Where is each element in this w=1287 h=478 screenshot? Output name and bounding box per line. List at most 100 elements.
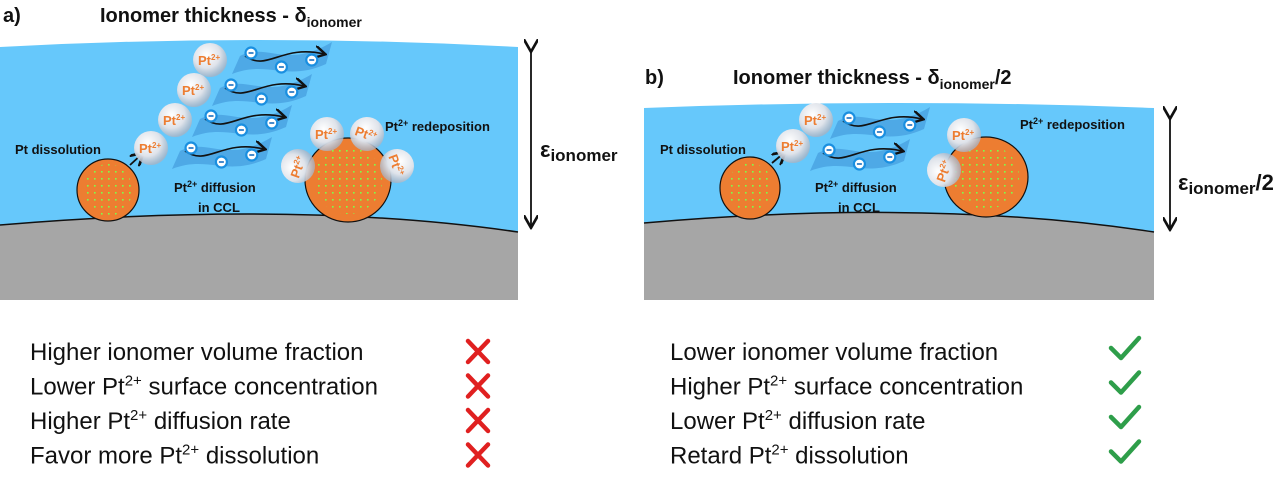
cross-icon <box>465 442 491 468</box>
list-item: Favor more Pt2+ dissolution <box>30 442 491 470</box>
diffusion-arrow <box>822 149 902 159</box>
label-pt-redeposition: Pt2+ redeposition <box>1020 116 1125 132</box>
channel-band <box>192 105 292 137</box>
list-item: Lower Pt2+ surface concentration <box>30 373 491 401</box>
list-item-text: Lower ionomer volume fraction <box>670 339 998 366</box>
list-item-text: Higher ionomer volume fraction <box>30 339 363 366</box>
pt-ion-label: Pt2+ <box>385 152 407 178</box>
panel-b-letter: b) <box>645 67 664 89</box>
pt-ion-sphere <box>193 43 227 77</box>
sulfonate-minus-icon <box>245 148 259 162</box>
cross-icon <box>465 338 491 365</box>
pt-ion: Pt2+ <box>947 118 981 152</box>
cross-icon <box>465 407 491 434</box>
panel-b: b) Ionomer thickness - δionomer/2 εionom… <box>643 67 1274 300</box>
ionomer-diffusion-channel <box>212 74 312 106</box>
list-item: Lower ionomer volume fraction <box>670 335 1142 366</box>
ionomer-diffusion-channel <box>830 107 930 139</box>
pt-ion-label: Pt2+ <box>315 127 337 142</box>
sulfonate-minus-icon <box>214 155 228 169</box>
pt-ion: Pt2+ <box>927 153 961 187</box>
panel-b-title: Ionomer thickness - δionomer/2 <box>733 67 1012 92</box>
sulfonate-minus-icon <box>883 150 897 164</box>
list-item-text: Higher Pt2+ diffusion rate <box>30 407 291 435</box>
pt-ion-sphere <box>177 73 211 107</box>
pt-ion: Pt2+ <box>281 149 315 183</box>
pt-ion-label: Pt2+ <box>952 128 974 143</box>
thickness-label: εionomer/2 <box>1178 170 1274 198</box>
list-item-text: Lower Pt2+ surface concentration <box>30 373 378 401</box>
pt-ion: Pt2+ <box>158 103 192 137</box>
label-pt-diffusion: Pt2+ diffusion <box>815 179 897 195</box>
check-icon <box>1108 404 1142 430</box>
sulfonate-minus-icon <box>234 123 248 137</box>
diffusion-arrow <box>204 115 284 125</box>
label-in-ccl: in CCL <box>838 200 880 215</box>
label-pt-dissolution: Pt dissolution <box>660 142 746 157</box>
ionomer-diffusion-channel <box>810 139 910 171</box>
pt-ion: Pt2+ <box>799 103 833 137</box>
support-surface-line <box>0 213 519 233</box>
pt-ion-label: Pt2+ <box>287 154 309 180</box>
check-icon <box>1108 335 1142 361</box>
pt-ion-label: Pt2+ <box>353 123 379 145</box>
label-pt-diffusion: Pt2+ diffusion <box>174 179 256 195</box>
pt-ion-label: Pt2+ <box>182 83 204 98</box>
list-item: Lower Pt2+ diffusion rate <box>670 404 1142 435</box>
pt-ion-sphere <box>158 103 192 137</box>
cross-icon <box>465 373 491 399</box>
carbon-support <box>644 212 1154 300</box>
pt-ion-sphere <box>927 153 961 187</box>
diffusion-arrow <box>842 117 922 127</box>
sulfonate-minus-icon <box>903 118 917 132</box>
large-pt-particle-dots <box>953 145 1019 209</box>
check-icon <box>1108 370 1142 395</box>
pt-ion: Pt2+ <box>776 129 810 163</box>
pt-ion-label: Pt2+ <box>933 158 955 184</box>
pt-ion-sphere <box>799 103 833 137</box>
pt-ion-sphere <box>947 118 981 152</box>
sulfonate-minus-icon <box>244 46 258 60</box>
list-item-text: Higher Pt2+ surface concentration <box>670 373 1023 401</box>
pt-ion: Pt2+ <box>310 117 344 151</box>
pt-ion-sphere <box>350 117 384 151</box>
list-item: Higher Pt2+ diffusion rate <box>30 407 491 435</box>
sulfonate-minus-icon <box>842 111 856 125</box>
pt-ion-label: Pt2+ <box>781 139 803 154</box>
pt-ion-label: Pt2+ <box>804 113 826 128</box>
diffusion-arrow <box>184 147 264 157</box>
sulfonate-minus-icon <box>285 85 299 99</box>
pt-ion-label: Pt2+ <box>139 141 161 156</box>
list-item: Higher ionomer volume fraction <box>30 338 491 366</box>
pt-ion-sphere <box>134 131 168 165</box>
pt-ion-sphere <box>380 149 414 183</box>
sulfonate-minus-icon <box>852 157 867 171</box>
channel-band <box>830 107 930 139</box>
list-item-text: Retard Pt2+ dissolution <box>670 442 909 470</box>
large-pt-particle-dots <box>314 146 382 214</box>
diffusion-arrow <box>244 52 324 62</box>
small-pt-particle-dots <box>84 164 132 216</box>
pt-ion-sphere <box>776 129 810 163</box>
pt-ion-sphere <box>310 117 344 151</box>
carbon-support <box>0 214 518 300</box>
small-pt-particle-dots <box>727 163 773 213</box>
list-item: Higher Pt2+ surface concentration <box>670 370 1142 401</box>
sulfonate-minus-icon <box>184 141 198 155</box>
support-surface-line <box>643 211 1155 233</box>
pt-ion-label: Pt2+ <box>198 53 220 68</box>
sulfonate-minus-icon <box>204 109 218 123</box>
pt-ion: Pt2+ <box>350 117 384 151</box>
channel-band <box>810 139 910 171</box>
sulfonate-minus-icon <box>822 143 836 157</box>
label-pt-dissolution: Pt dissolution <box>15 142 101 157</box>
panel-a: a) Ionomer thickness - δionomer εionomer… <box>0 5 618 300</box>
panel-a-letter: a) <box>3 5 21 27</box>
label-pt-redeposition: Pt2+ redeposition <box>385 118 490 134</box>
pt-ion: Pt2+ <box>177 73 211 107</box>
channel-band <box>232 42 332 74</box>
sulfonate-minus-icon <box>265 116 279 130</box>
sulfonate-minus-icon <box>224 78 238 92</box>
